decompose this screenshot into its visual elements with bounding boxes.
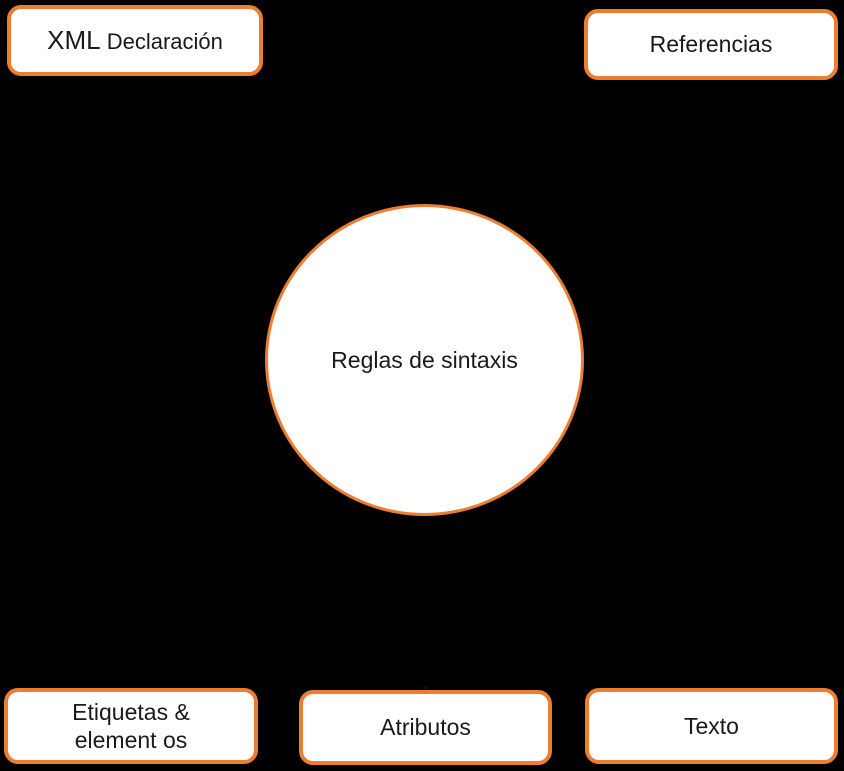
node-xml-declaracion-text: XML Declaración [21, 25, 249, 57]
node-xml-declaracion[interactable]: XML Declaración [7, 5, 263, 76]
node-atributos-label: Atributos [380, 714, 471, 741]
node-referencias[interactable]: Referencias [584, 9, 838, 80]
node-xml-declaracion-label-secondary: Declaración [106, 28, 223, 54]
connector-atributos-stub [423, 686, 428, 692]
node-xml-declaracion-label-primary: XML [47, 24, 101, 55]
node-referencias-label: Referencias [649, 31, 773, 58]
node-texto-label: Texto [684, 712, 739, 739]
node-atributos[interactable]: Atributos [299, 690, 552, 765]
node-center-reglas-de-sintaxis[interactable]: Reglas de sintaxis [265, 204, 584, 516]
node-etiquetas-elementos-label: Etiquetas & element os [72, 698, 190, 753]
node-etiquetas-elementos[interactable]: Etiquetas & element os [4, 688, 258, 764]
node-texto[interactable]: Texto [585, 688, 838, 764]
node-center-label: Reglas de sintaxis [331, 346, 518, 373]
